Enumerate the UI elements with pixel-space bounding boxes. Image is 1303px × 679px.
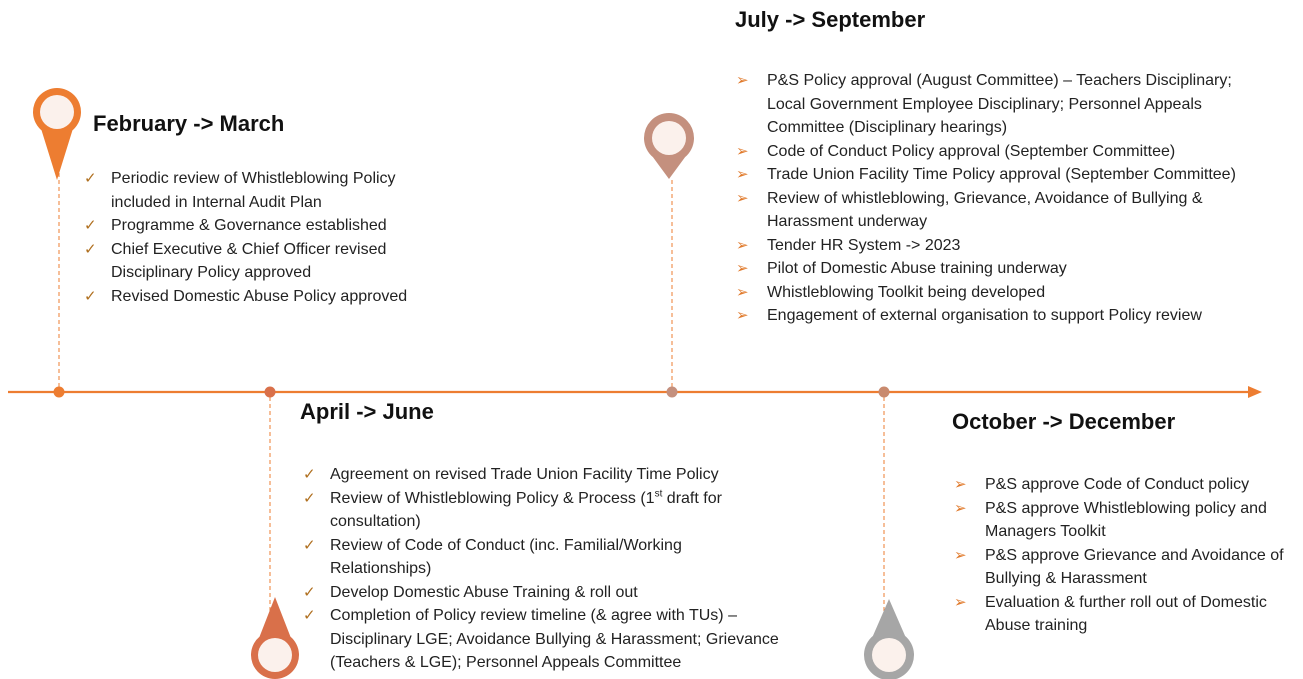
- list-item: ✓ Agreement on revised Trade Union Facili…: [303, 463, 783, 487]
- check-icon: ✓: [84, 169, 97, 187]
- list-item-text: Code of Conduct Policy approval (Septemb…: [767, 142, 1176, 160]
- july-september-item-list: ➢ P&S Policy approval (August Committee) …: [736, 69, 1261, 328]
- list-item: ➢ P&S Policy approval (August Committee) …: [736, 69, 1261, 140]
- check-icon: ✓: [84, 286, 97, 305]
- february-march-map-pin-icon: [33, 88, 81, 180]
- list-item-text: Evaluation & further roll out of Domesti…: [985, 593, 1267, 635]
- check-icon: ✓: [84, 239, 97, 258]
- list-item: ➢ Tender HR System -> 2023: [736, 234, 1261, 258]
- list-item: ✓ Programme & Governance established: [84, 214, 444, 238]
- february-march-axis-dot: [53, 386, 65, 398]
- list-item-text: Review of Whistleblowing Policy & Proces…: [330, 487, 783, 534]
- list-item: ➢ Engagement of external organisation to …: [736, 304, 1261, 328]
- list-item: ✓ Periodic review of Whistleblowing Polic…: [84, 167, 444, 214]
- list-item: ✓ Review of Code of Conduct (inc. Familia…: [303, 534, 783, 581]
- list-item: ➢ Code of Conduct Policy approval (Septem…: [736, 140, 1261, 164]
- arrowhead-icon: ➢: [954, 498, 967, 517]
- list-item-text: Review of Code of Conduct (inc. Familial…: [330, 536, 682, 578]
- list-item-text: Develop Domestic Abuse Training & roll o…: [330, 583, 638, 601]
- arrowhead-icon: ➢: [736, 188, 749, 207]
- list-item: ➢ Review of whistleblowing, Grievance, Av…: [736, 187, 1261, 234]
- arrowhead-icon: ➢: [954, 475, 967, 493]
- check-icon: ✓: [303, 535, 316, 554]
- list-item-text: Completion of Policy review timeline (& …: [330, 607, 779, 671]
- list-item-text: Chief Executive & Chief Officer revised …: [111, 240, 387, 282]
- arrowhead-icon: ➢: [954, 545, 967, 564]
- arrowhead-icon: [1248, 386, 1262, 398]
- list-item-text: P&S Policy approval (August Committee) –…: [767, 72, 1232, 136]
- list-item: ✓ Revised Domestic Abuse Policy approved: [84, 285, 444, 309]
- july-september-axis-dot: [666, 386, 678, 398]
- february-march-item-list: ✓ Periodic review of Whistleblowing Polic…: [84, 167, 444, 308]
- superscript: st: [654, 488, 663, 500]
- list-item-text: P&S approve Code of Conduct policy: [985, 476, 1250, 493]
- list-item: ✓ Review of Whistleblowing Policy & Proce…: [303, 487, 783, 534]
- list-item: ➢ P&S approve Grievance and Avoidance of …: [954, 544, 1299, 591]
- check-icon: ✓: [303, 582, 316, 601]
- list-item-text: Pilot of Domestic Abuse training underwa…: [767, 260, 1067, 277]
- february-march-heading: February -> March: [93, 111, 285, 136]
- arrowhead-icon: ➢: [736, 306, 749, 324]
- list-item-text: Trade Union Facility Time Policy approva…: [767, 166, 1236, 183]
- list-item: ➢ Whistleblowing Toolkit being developed: [736, 281, 1261, 305]
- july-september-map-pin-icon: [643, 113, 694, 179]
- april-june-map-pin-icon: [251, 597, 299, 679]
- october-december-item-list: ➢ P&S approve Code of Conduct policy ➢ P&S …: [954, 473, 1299, 638]
- arrowhead-icon: ➢: [736, 235, 749, 254]
- arrowhead-icon: ➢: [736, 71, 749, 89]
- check-icon: ✓: [303, 488, 316, 507]
- list-item-text: P&S approve Grievance and Avoidance of B…: [985, 546, 1284, 588]
- check-icon: ✓: [303, 465, 316, 483]
- arrowhead-icon: ➢: [954, 592, 967, 611]
- october-december-map-pin-icon: [864, 599, 914, 679]
- april-june-axis-dot: [264, 386, 276, 398]
- list-item-text: Programme & Governance established: [111, 217, 387, 234]
- july-september-heading: July -> September: [735, 7, 926, 32]
- april-june-heading: April -> June: [300, 399, 434, 424]
- list-item-text: Whistleblowing Toolkit being developed: [767, 283, 1046, 301]
- april-june-item-list: ✓ Agreement on revised Trade Union Facili…: [303, 463, 783, 675]
- october-december-heading: October -> December: [952, 409, 1176, 434]
- list-item: ✓ Completion of Policy review timeline (&…: [303, 604, 783, 675]
- list-item-text: Tender HR System -> 2023: [767, 236, 961, 254]
- october-december-axis-dot: [878, 386, 890, 398]
- list-item-text-part: Review of Whistleblowing Policy & Proces…: [330, 489, 655, 507]
- list-item-text: P&S approve Whistleblowing policy and Ma…: [985, 499, 1267, 541]
- list-item-text: Periodic review of Whistleblowing Policy…: [111, 170, 396, 211]
- list-item-text: Revised Domestic Abuse Policy approved: [111, 287, 408, 305]
- arrowhead-icon: ➢: [736, 141, 749, 160]
- list-item-text: Engagement of external organisation to s…: [767, 307, 1202, 324]
- list-item: ➢ P&S approve Whistleblowing policy and M…: [954, 497, 1299, 544]
- check-icon: ✓: [84, 216, 97, 234]
- check-icon: ✓: [303, 606, 316, 624]
- list-item-text-part: draft for consultation): [330, 489, 722, 531]
- list-item: ➢ Trade Union Facility Time Policy approv…: [736, 163, 1261, 187]
- arrowhead-icon: ➢: [736, 282, 749, 301]
- list-item: ✓ Develop Domestic Abuse Training & roll …: [303, 581, 783, 605]
- arrowhead-icon: ➢: [736, 259, 749, 277]
- list-item: ➢ P&S approve Code of Conduct policy: [954, 473, 1299, 497]
- list-item: ✓ Chief Executive & Chief Officer revised…: [84, 238, 444, 285]
- arrowhead-icon: ➢: [736, 165, 749, 183]
- list-item: ➢ Evaluation & further roll out of Domest…: [954, 591, 1299, 638]
- list-item-text: Review of whistleblowing, Grievance, Avo…: [767, 189, 1203, 231]
- list-item: ➢ Pilot of Domestic Abuse training underw…: [736, 257, 1261, 281]
- list-item-text: Agreement on revised Trade Union Facilit…: [330, 466, 719, 483]
